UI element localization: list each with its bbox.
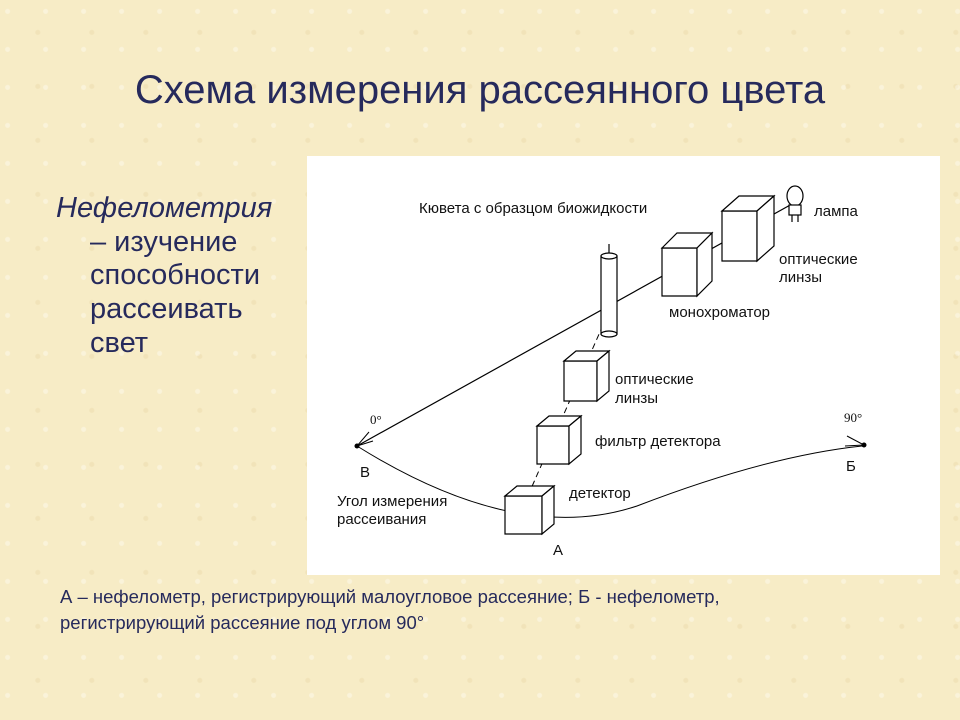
scatter-path-line — [518, 315, 608, 517]
nephelometer-diagram: Кювета с образцом биожидкости лампа опти… — [307, 156, 940, 575]
arrow-0-icon — [355, 431, 374, 447]
lamp-bulb-icon — [786, 185, 804, 222]
label-deg-90: 90° — [844, 410, 862, 425]
label-point-a: А — [553, 542, 563, 559]
term-definition: – изучение способности рассеивать свет — [90, 225, 261, 359]
label-deg-0: 0° — [370, 412, 382, 427]
light-beam-line — [356, 203, 793, 447]
diagram-canvas: Кювета с образцом биожидкости лампа опти… — [337, 185, 867, 559]
label-angle-2: рассеивания — [337, 511, 426, 528]
label-lamp: лампа — [814, 203, 859, 220]
label-detector: детектор — [569, 485, 631, 502]
label-lenses-top-2: линзы — [779, 269, 822, 286]
label-monochromator: монохроматор — [669, 304, 770, 321]
term-nephelometry: Нефелометрия — [56, 192, 273, 224]
slide-title: Схема измерения рассеянного цвета — [134, 68, 826, 112]
label-filter: фильтр детектора — [595, 433, 721, 450]
cuvette-tube — [600, 244, 618, 338]
detector-box — [503, 484, 556, 536]
label-angle-1: Угол измерения — [337, 493, 447, 510]
optical-lenses-box — [562, 349, 611, 403]
label-lenses-top-1: оптические — [779, 251, 858, 268]
detector-filter-box — [535, 414, 583, 466]
label-lenses-mid-2: линзы — [615, 390, 658, 407]
monochromator-box — [660, 231, 714, 298]
lamp-box — [720, 194, 776, 263]
label-lenses-mid-1: оптические — [615, 371, 694, 388]
label-cuvette: Кювета с образцом биожидкости — [419, 200, 647, 217]
label-point-v: В — [360, 464, 370, 481]
label-point-b: Б — [846, 458, 856, 475]
definition-block: Нефелометрия – изучение способности расс… — [50, 192, 300, 360]
arrow-90-icon — [844, 435, 866, 447]
diagram-caption: А – нефелометр, регистрирующий малоуглов… — [60, 586, 720, 633]
measurement-arc — [356, 445, 863, 518]
